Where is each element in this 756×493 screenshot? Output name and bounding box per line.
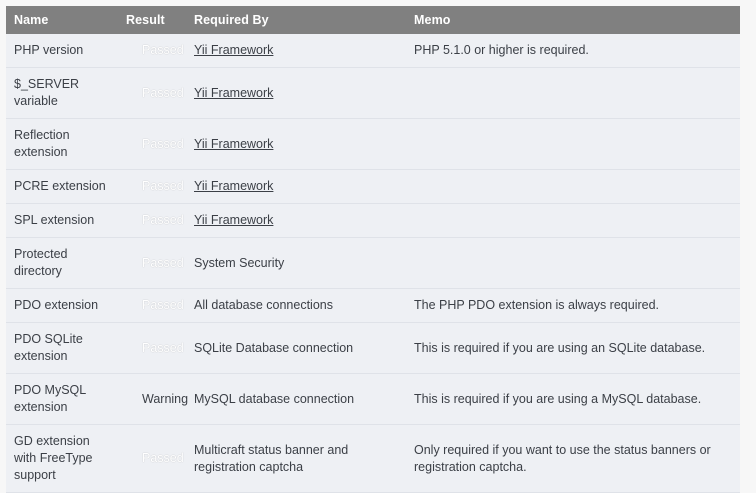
cell-requirement-name: Reflection extension — [6, 118, 118, 170]
cell-required-by: Yii Framework — [186, 118, 406, 170]
table-row: PDO extension Passed All database connecti… — [6, 288, 740, 323]
required-by-text: SQLite Database connection — [194, 340, 354, 355]
requirements-check-page: Name Result Required By Memo PHP version… — [6, 6, 740, 493]
cell-memo: PHP 5.1.0 or higher is required. — [406, 34, 740, 68]
required-by-link[interactable]: Yii Framework — [194, 85, 274, 100]
status-badge-label: Passed — [142, 213, 184, 227]
table-row: Protected directory Passed System Security — [6, 237, 740, 289]
table-row: GD extension with FreeType support Passed… — [6, 424, 740, 493]
required-by-text: MySQL database connection — [194, 391, 355, 406]
status-badge-label: Passed — [142, 298, 184, 312]
column-header-result: Result — [118, 6, 186, 34]
cell-memo — [406, 203, 740, 238]
status-badge-label: Passed — [142, 43, 184, 57]
cell-result-warning: Warning — [118, 373, 188, 425]
cell-requirement-name: PDO extension — [6, 288, 118, 323]
cell-requirement-name: PDO MySQL extension — [6, 373, 118, 425]
required-by-link[interactable]: Yii Framework — [194, 136, 274, 151]
required-by-text: Multicraft status banner and registratio… — [194, 442, 349, 474]
column-header-name: Name — [6, 6, 118, 34]
cell-requirement-name: SPL extension — [6, 203, 118, 238]
status-badge-label: Passed — [142, 136, 184, 151]
status-badge: Warning — [126, 391, 188, 408]
status-badge: Passed — [126, 212, 184, 229]
status-badge: Passed — [126, 450, 184, 467]
cell-required-by: System Security — [186, 237, 406, 289]
cell-required-by: Yii Framework — [186, 169, 406, 204]
table-row: PDO SQLite extension Passed SQLite Databas… — [6, 322, 740, 374]
table-row: SPL extension Passed Yii Framework — [6, 203, 740, 238]
table-header-row: Name Result Required By Memo — [6, 6, 740, 34]
status-badge: Passed — [126, 85, 184, 102]
cell-result-passed: Passed — [118, 118, 186, 170]
cell-memo: This is required if you are using a MySQ… — [406, 373, 740, 425]
cell-memo — [406, 169, 740, 204]
cell-required-by: Yii Framework — [186, 203, 406, 238]
cell-memo: Only required if you want to use the sta… — [406, 424, 740, 493]
table-row: PCRE extension Passed Yii Framework — [6, 169, 740, 204]
required-by-text: All database connections — [194, 298, 333, 312]
cell-requirement-name: GD extension with FreeType support — [6, 424, 118, 493]
column-header-memo: Memo — [406, 6, 740, 34]
status-badge: Passed — [126, 136, 184, 153]
table-row: $_SERVER variable Passed Yii Framework — [6, 67, 740, 119]
cell-result-passed: Passed — [118, 169, 186, 204]
cell-required-by: Yii Framework — [186, 67, 406, 119]
required-by-link[interactable]: Yii Framework — [194, 43, 274, 57]
cell-required-by: SQLite Database connection — [186, 322, 406, 374]
status-badge-label: Passed — [142, 255, 184, 270]
cell-requirement-name: PCRE extension — [6, 169, 118, 204]
cell-required-by: All database connections — [186, 288, 406, 323]
status-badge-label: Passed — [142, 451, 184, 465]
status-badge-label: Passed — [142, 85, 184, 100]
cell-memo: The PHP PDO extension is always required… — [406, 288, 740, 323]
cell-result-passed: Passed — [118, 322, 186, 374]
cell-memo — [406, 118, 740, 170]
requirements-table: Name Result Required By Memo PHP version… — [6, 6, 740, 493]
cell-requirement-name: Protected directory — [6, 237, 118, 289]
status-badge: Passed — [126, 42, 184, 59]
cell-requirement-name: PDO SQLite extension — [6, 322, 118, 374]
cell-result-passed: Passed — [118, 34, 186, 68]
cell-required-by: MySQL database connection — [186, 373, 406, 425]
cell-result-passed: Passed — [118, 424, 186, 493]
status-badge-label: Warning — [142, 391, 189, 406]
cell-memo: This is required if you are using an SQL… — [406, 322, 740, 374]
status-badge: Passed — [126, 340, 184, 357]
cell-required-by: Yii Framework — [186, 34, 406, 68]
required-by-link[interactable]: Yii Framework — [194, 213, 274, 227]
cell-memo — [406, 67, 740, 119]
status-badge-label: Passed — [142, 179, 184, 193]
cell-requirement-name: PHP version — [6, 34, 118, 68]
cell-result-passed: Passed — [118, 288, 186, 323]
cell-result-passed: Passed — [118, 237, 186, 289]
cell-memo — [406, 237, 740, 289]
column-header-required-by: Required By — [186, 6, 406, 34]
cell-requirement-name: $_SERVER variable — [6, 67, 118, 119]
status-badge: Passed — [126, 297, 184, 314]
required-by-text: System Security — [194, 255, 285, 270]
cell-result-passed: Passed — [118, 67, 186, 119]
table-row: Reflection extension Passed Yii Framework — [6, 118, 740, 170]
table-row: PDO MySQL extension Warning MySQL database… — [6, 373, 740, 425]
status-badge: Passed — [126, 255, 184, 272]
required-by-link[interactable]: Yii Framework — [194, 179, 274, 193]
cell-result-passed: Passed — [118, 203, 186, 238]
status-badge: Passed — [126, 178, 184, 195]
cell-required-by: Multicraft status banner and registratio… — [186, 424, 406, 493]
table-row: PHP version Passed Yii Framework PHP 5.1.0 … — [6, 34, 740, 68]
table-header: Name Result Required By Memo — [6, 6, 740, 34]
status-badge-label: Passed — [142, 340, 184, 355]
